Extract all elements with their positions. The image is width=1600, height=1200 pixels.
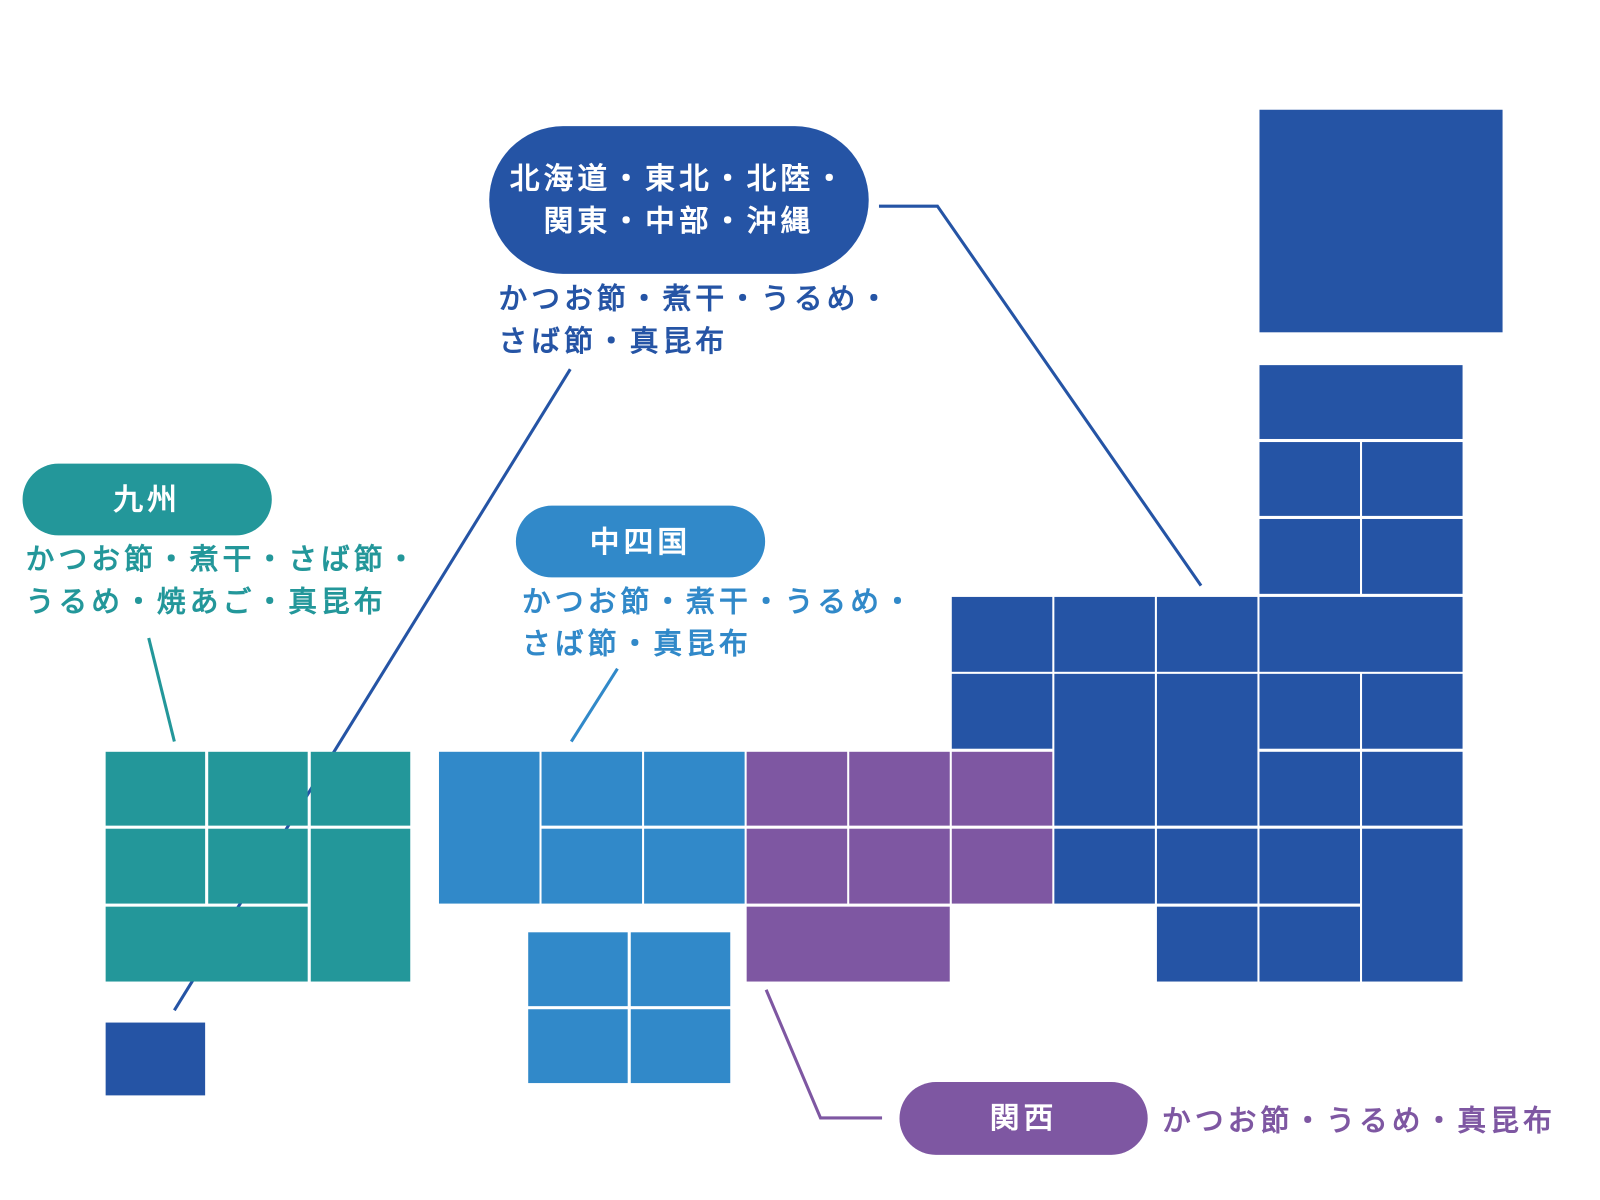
tile-kanto: [1259, 828, 1360, 904]
tile-tohoku: [1259, 518, 1360, 594]
tile-chugoku: [541, 751, 643, 826]
tile-kyushu: [105, 906, 308, 982]
tile-chugoku: [438, 751, 540, 904]
tile-kanto: [1362, 673, 1463, 749]
tile-kyushu: [310, 751, 411, 826]
tile-kanto: [1259, 673, 1360, 749]
region-label-text: 九州: [113, 481, 182, 517]
tile-hokuriku: [1156, 596, 1258, 672]
foods-line: うるめ・焼あご・真昆布: [25, 584, 387, 619]
tile-tohoku: [1259, 442, 1360, 516]
tile-shikoku: [528, 1009, 628, 1084]
foods-line: かつお節・煮干・うるめ・: [498, 282, 893, 316]
tile-kansai: [849, 751, 950, 826]
tile-shikoku: [630, 1009, 731, 1084]
region-label-text: 関西: [989, 1100, 1058, 1136]
foods-line: かつお節・うるめ・真昆布: [1162, 1103, 1556, 1138]
tile-kansai: [746, 828, 848, 904]
tile-hokkaido: [1259, 109, 1503, 333]
foods-kyushu: かつお節・煮干・さば節・ うるめ・焼あご・真昆布: [26, 538, 420, 622]
region-label-kyushu: 九州: [22, 463, 272, 536]
tile-kansai: [951, 751, 1053, 826]
tile-kanto: [1362, 751, 1463, 826]
region-label-line: 関東・中部・沖縄: [543, 203, 815, 238]
tile-shikoku: [528, 932, 628, 1007]
tile-hokuriku: [1054, 596, 1155, 672]
tile-kyushu: [208, 828, 308, 904]
tile-okinawa: [105, 1022, 206, 1096]
tile-kyushu: [105, 828, 206, 904]
foods-line: さば節・真昆布: [498, 324, 729, 358]
tile-kansai: [951, 828, 1053, 904]
tile-tohoku: [1259, 365, 1463, 439]
region-label-line: 北海道・東北・北陸・: [509, 161, 849, 196]
leader-line-chushikoku: [569, 667, 619, 743]
tile-kanto: [1259, 906, 1360, 982]
tile-kanto: [1259, 751, 1360, 826]
foods-kansai: かつお節・うるめ・真昆布: [1162, 1099, 1556, 1141]
tile-chugoku: [644, 828, 745, 904]
foods-north-east: かつお節・煮干・うるめ・ さば節・真昆布: [498, 278, 892, 362]
foods-line: かつお節・煮干・さば節・: [25, 542, 420, 577]
leader-line-north-east: [878, 204, 1203, 587]
tile-kansai: [746, 906, 950, 982]
tile-kanto: [1362, 828, 1463, 982]
foods-chushikoku: かつお節・煮干・うるめ・ さば節・真昆布: [522, 581, 916, 665]
tile-tohoku: [1362, 518, 1463, 594]
tile-chubu: [1156, 906, 1258, 982]
tile-chubu: [951, 673, 1053, 749]
tile-kansai: [849, 828, 950, 904]
tile-tohoku: [1259, 596, 1463, 672]
foods-line: さば節・真昆布: [522, 626, 752, 661]
tile-shikoku: [630, 932, 731, 1007]
region-label-chushikoku: 中四国: [515, 505, 766, 578]
tile-chubu: [1156, 828, 1258, 904]
tile-chubu: [1054, 828, 1155, 904]
tile-chubu: [1054, 673, 1155, 826]
foods-line: かつお節・煮干・うるめ・: [522, 584, 916, 619]
tile-kyushu: [105, 751, 206, 826]
tile-chugoku: [644, 751, 745, 826]
region-label-text: 中四国: [589, 523, 692, 559]
tile-hokuriku: [951, 596, 1053, 672]
leader-line-kansai: [764, 989, 883, 1120]
leader-line-kyushu: [147, 637, 176, 742]
region-label-north-east: 北海道・東北・北陸・ 関東・中部・沖縄: [489, 126, 869, 274]
tile-chugoku: [541, 828, 643, 904]
tile-kansai: [746, 751, 848, 826]
tile-kyushu: [310, 828, 411, 982]
region-label-kansai: 関西: [899, 1082, 1148, 1155]
tile-kyushu: [208, 751, 308, 826]
tile-chubu: [1156, 673, 1258, 826]
tile-tohoku: [1362, 442, 1463, 516]
